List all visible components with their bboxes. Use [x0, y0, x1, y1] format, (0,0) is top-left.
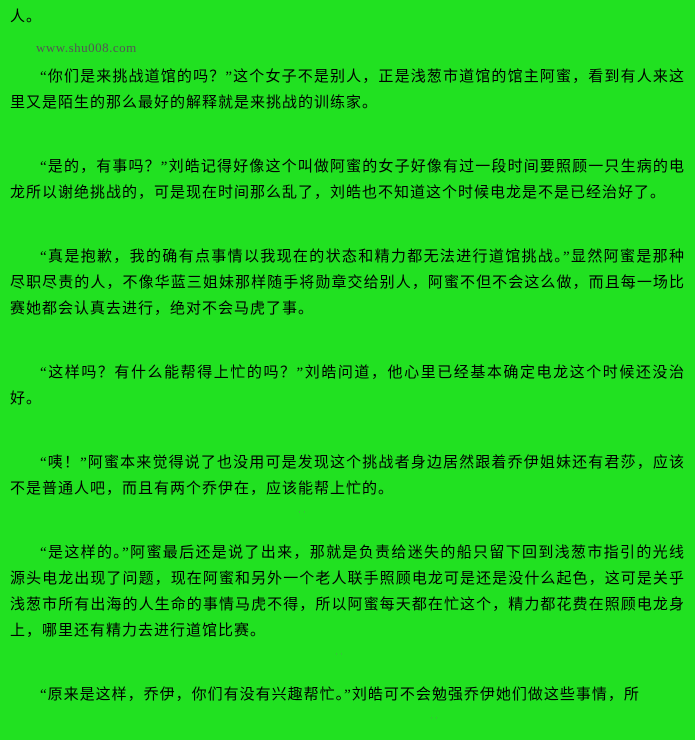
- anti-copy-watermark: ··: [335, 649, 345, 659]
- novel-paragraph: “原来是这样，乔伊，你们有没有兴趣帮忙。”刘皓可不会勉强乔伊她们做这些事情，所: [40, 687, 640, 703]
- novel-paragraph: “你们是来挑战道馆的吗？”这个女子不是别人，正是浅葱市道馆的馆主阿蜜，看到有人来…: [10, 69, 685, 111]
- novel-paragraph: “真是抱歉，我的确有点事情以我现在的状态和精力都无法进行道馆挑战。”显然阿蜜是那…: [10, 249, 685, 317]
- novel-paragraph: “是这样的。”阿蜜最后还是说了出来，那就是负责给迷失的船只留下回到浅葱市指引的光…: [10, 545, 685, 639]
- anti-copy-watermark: ··: [552, 276, 562, 286]
- novel-paragraph: “咦！”阿蜜本来觉得说了也没用可是发现这个挑战者身边居然跟着乔伊姐妹还有君莎，应…: [10, 455, 685, 497]
- anti-copy-watermark: ··: [430, 713, 440, 723]
- site-url-watermark: www.shu008.com: [36, 40, 137, 55]
- continuation-text: 人。: [10, 9, 43, 25]
- novel-paragraph: “是的，有事吗？”刘皓记得好像这个叫做阿蜜的女子好像有过一段时间要照顾一只生病的…: [10, 159, 685, 201]
- anti-copy-watermark: ··: [298, 507, 308, 517]
- novel-paragraph: “这样吗？有什么能帮得上忙的吗？”刘皓问道，他心里已经基本确定电龙这个时候还没治…: [10, 365, 685, 407]
